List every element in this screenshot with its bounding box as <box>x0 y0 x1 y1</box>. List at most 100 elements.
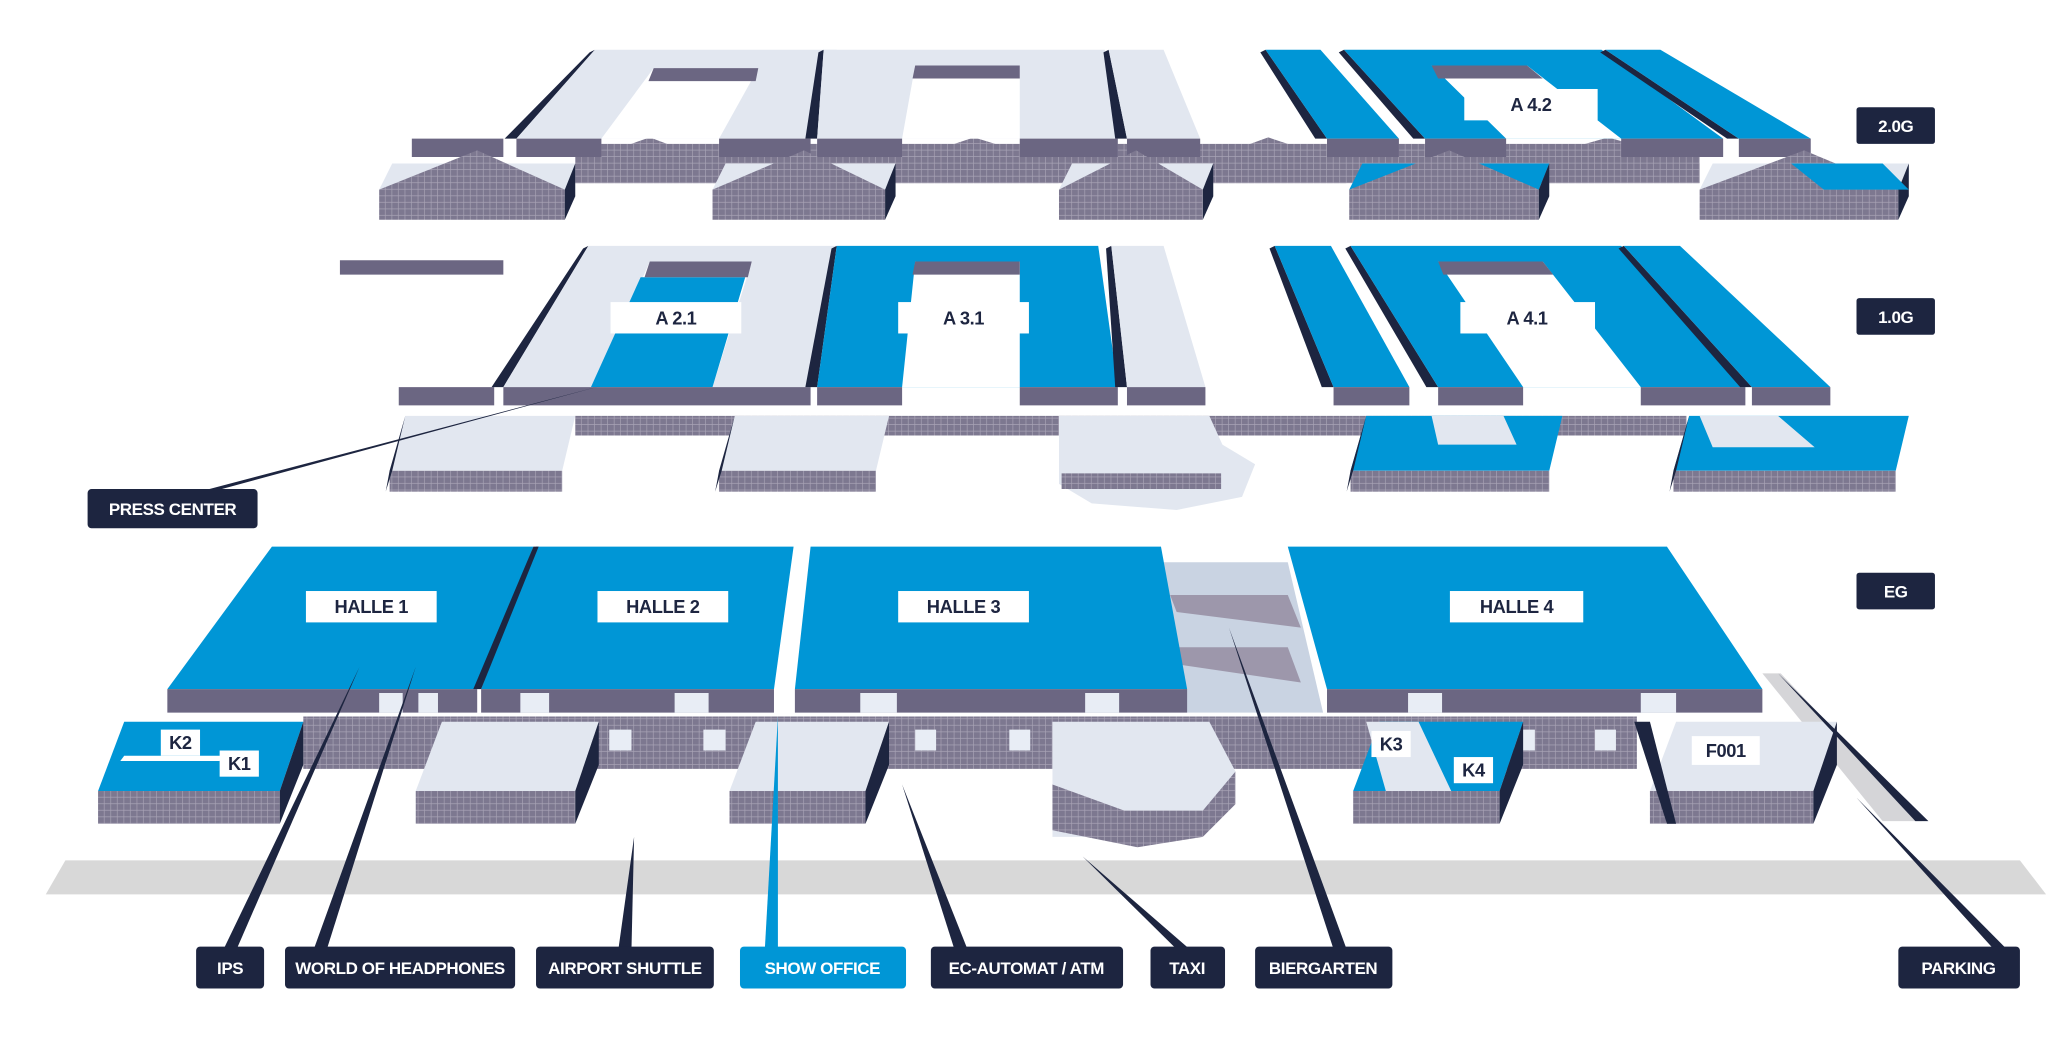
callout-world-of-headphones[interactable]: WORLD OF HEADPHONES <box>285 946 516 989</box>
courtyard-edge <box>648 68 759 82</box>
hall-a41 <box>1623 245 1831 388</box>
roof-gable <box>1196 137 1347 184</box>
callout-text: PARKING <box>1921 959 1995 978</box>
building-edge <box>1669 415 1690 492</box>
hall-label-a41[interactable]: A 4.1 <box>1460 302 1596 334</box>
building-edge <box>504 49 595 139</box>
building-edge <box>805 49 824 139</box>
window <box>1009 729 1031 751</box>
building-edge <box>1600 49 1739 139</box>
level-badge-text: 2.0G <box>1878 117 1913 136</box>
hall-label-k3[interactable]: K3 <box>1371 730 1411 758</box>
hall-label-a31[interactable]: A 3.1 <box>898 302 1029 334</box>
hall-upper-facade <box>1058 150 1203 220</box>
level-badge-2og[interactable]: 2.0G <box>1856 107 1935 144</box>
window <box>609 729 632 751</box>
level-badge-eg[interactable]: EG <box>1856 572 1935 610</box>
hall-label-k1[interactable]: K1 <box>219 750 259 777</box>
hall-foyer-west-facade <box>415 791 576 824</box>
courtyard-stripe <box>1170 594 1301 628</box>
building-edge <box>491 245 589 388</box>
building-front-face <box>1019 387 1118 406</box>
callout-text: PRESS CENTER <box>109 500 237 519</box>
building-edge <box>865 721 890 824</box>
hall-k1-k2-facade <box>98 791 280 824</box>
hall-label-a21[interactable]: A 2.1 <box>610 302 742 334</box>
hall-label-k4[interactable]: K4 <box>1453 757 1494 784</box>
hall-label-halle-3[interactable]: HALLE 3 <box>898 591 1029 623</box>
courtyard-edge <box>644 261 752 278</box>
hall-upper-facade <box>712 150 886 220</box>
hall-label-text: K4 <box>1462 760 1486 781</box>
callout-text: TAXI <box>1169 959 1205 978</box>
hall-label-halle-4[interactable]: HALLE 4 <box>1449 591 1584 623</box>
building-front-face <box>1126 138 1201 157</box>
building-edge <box>575 721 599 824</box>
building-front-face <box>1438 387 1524 406</box>
hall-label-text: HALLE 3 <box>927 596 1001 617</box>
window <box>1085 693 1120 713</box>
building-front-face <box>1126 387 1206 406</box>
building-edge <box>805 245 837 388</box>
hall-label-text: HALLE 4 <box>1480 596 1555 617</box>
hall-a42 <box>1605 49 1811 139</box>
hall-foyer-middle-facade <box>729 791 866 824</box>
building-edge <box>564 163 576 220</box>
callout-ec-automat-atm[interactable]: EC-AUTOMAT / ATM <box>930 946 1124 989</box>
building-edge <box>1338 49 1426 139</box>
hall-a42-roof <box>1791 163 1909 190</box>
rotunda-facade <box>1052 771 1236 848</box>
hall-label-k2[interactable]: K2 <box>160 729 201 756</box>
hall-upper-facade <box>379 150 565 220</box>
callout-biergarten[interactable]: BIERGARTEN <box>1255 946 1393 989</box>
hall-f001-facade <box>1649 791 1814 824</box>
callout-show-office[interactable]: SHOW OFFICE <box>739 946 907 989</box>
walkway-bar <box>398 387 495 406</box>
hall-upper <box>1111 245 1206 388</box>
callout-airport-shuttle[interactable]: AIRPORT SHUTTLE <box>536 946 714 989</box>
callout-pointer-world-of-headphones <box>313 666 416 950</box>
hall-label-text: HALLE 2 <box>626 596 700 617</box>
walkway-bar <box>339 260 504 275</box>
hall-a41 <box>1274 245 1410 388</box>
courtyard-edge <box>1438 261 1554 275</box>
callout-taxi[interactable]: TAXI <box>1150 946 1226 989</box>
window <box>674 693 709 713</box>
building-front-face <box>794 689 1188 713</box>
building-front-face <box>719 138 811 157</box>
rotunda-facade <box>1061 473 1222 490</box>
hall-upper-facade <box>1350 470 1550 492</box>
building-front-face <box>516 138 602 157</box>
callout-text: IPS <box>217 959 243 978</box>
level-badge-text: EG <box>1884 583 1908 602</box>
window <box>1408 693 1443 713</box>
building-front-face <box>1327 689 1763 713</box>
courtyard <box>902 65 1020 139</box>
hall-label-halle-1[interactable]: HALLE 1 <box>305 591 437 623</box>
hall-label-text: A 4.1 <box>1506 307 1547 328</box>
hall-upper-facade <box>719 470 876 492</box>
callout-text: WORLD OF HEADPHONES <box>295 959 505 978</box>
building-edge <box>473 546 539 690</box>
building-edge <box>1202 163 1214 220</box>
callout-press-center[interactable]: PRESS CENTER <box>87 489 258 529</box>
hall-label-a42[interactable]: A 4.2 <box>1464 88 1598 121</box>
window <box>1640 693 1677 713</box>
callout-ips[interactable]: IPS <box>196 946 265 989</box>
building-front-face <box>1738 138 1811 157</box>
hall-label-f001[interactable]: F001 <box>1691 736 1760 765</box>
hall-label-halle-2[interactable]: HALLE 2 <box>597 591 729 623</box>
callout-parking[interactable]: PARKING <box>1898 946 2020 989</box>
building-edge <box>1618 245 1752 388</box>
building-edge <box>1260 49 1328 139</box>
hall-k3-k4-facade <box>1353 791 1500 824</box>
building-edge <box>279 721 304 824</box>
window <box>418 693 438 713</box>
building-edge <box>1103 49 1127 139</box>
building-edge <box>1634 721 1677 824</box>
hall-label-text: K2 <box>169 732 192 753</box>
building-edge <box>1538 163 1550 220</box>
courtyard-stripe <box>1170 647 1301 683</box>
level-badge-1og[interactable]: 1.0G <box>1856 298 1935 335</box>
